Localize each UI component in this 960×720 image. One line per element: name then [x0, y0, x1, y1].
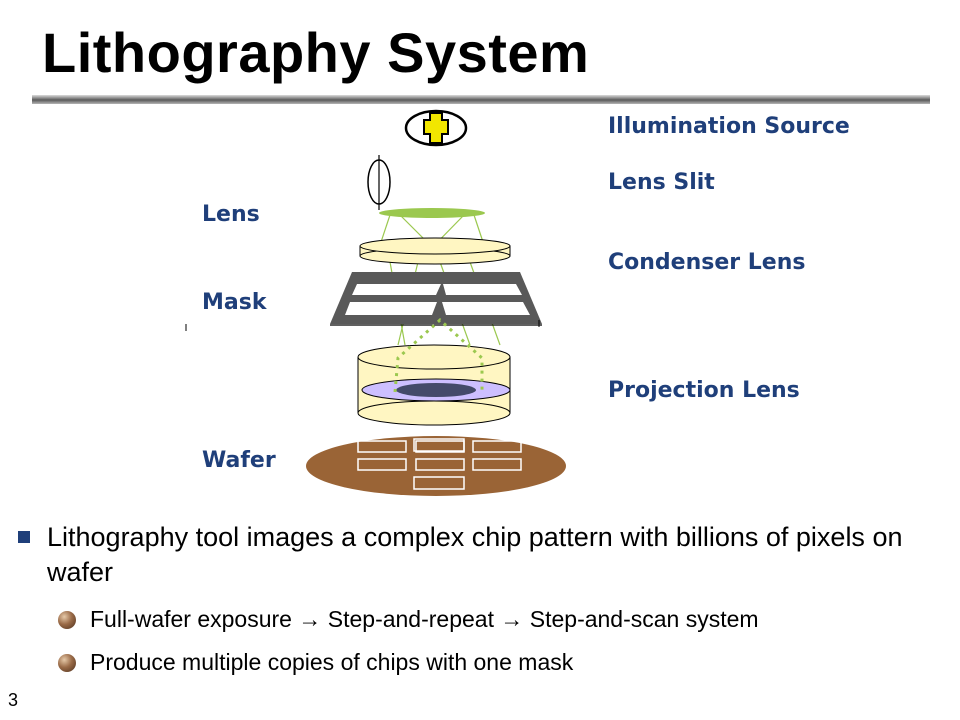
mask-plate	[185, 272, 542, 331]
projection-lens	[357, 344, 511, 426]
title-divider	[32, 95, 930, 104]
lens-slit-icon	[367, 155, 391, 210]
label-illumination-source: Illumination Source	[608, 114, 850, 139]
dotted-exposure-path	[393, 317, 484, 393]
brown-sphere-bullet-icon	[58, 654, 76, 672]
sub-bullet-2-text: Produce multiple copies of chips with on…	[90, 649, 574, 675]
condenser-lens	[359, 237, 511, 265]
label-mask: Mask	[202, 290, 267, 315]
illumination-source-icon	[404, 109, 468, 147]
brown-sphere-bullet-icon	[58, 611, 76, 629]
label-condenser-lens: Condenser Lens	[608, 250, 806, 275]
square-bullet-icon	[18, 531, 30, 543]
main-bullet-text: Lithography tool images a complex chip p…	[47, 522, 903, 587]
slide-title: Lithography System	[42, 21, 590, 84]
label-projection-lens: Projection Lens	[608, 378, 800, 403]
slit-ellipse	[379, 208, 485, 218]
label-lens-slit: Lens Slit	[608, 170, 715, 195]
sub-bullet-1-text: Full-wafer exposure → Step-and-repeat → …	[90, 606, 759, 632]
label-wafer: Wafer	[202, 448, 276, 473]
label-lens: Lens	[202, 202, 260, 227]
wafer	[306, 436, 566, 496]
page-number: 3	[8, 690, 19, 710]
